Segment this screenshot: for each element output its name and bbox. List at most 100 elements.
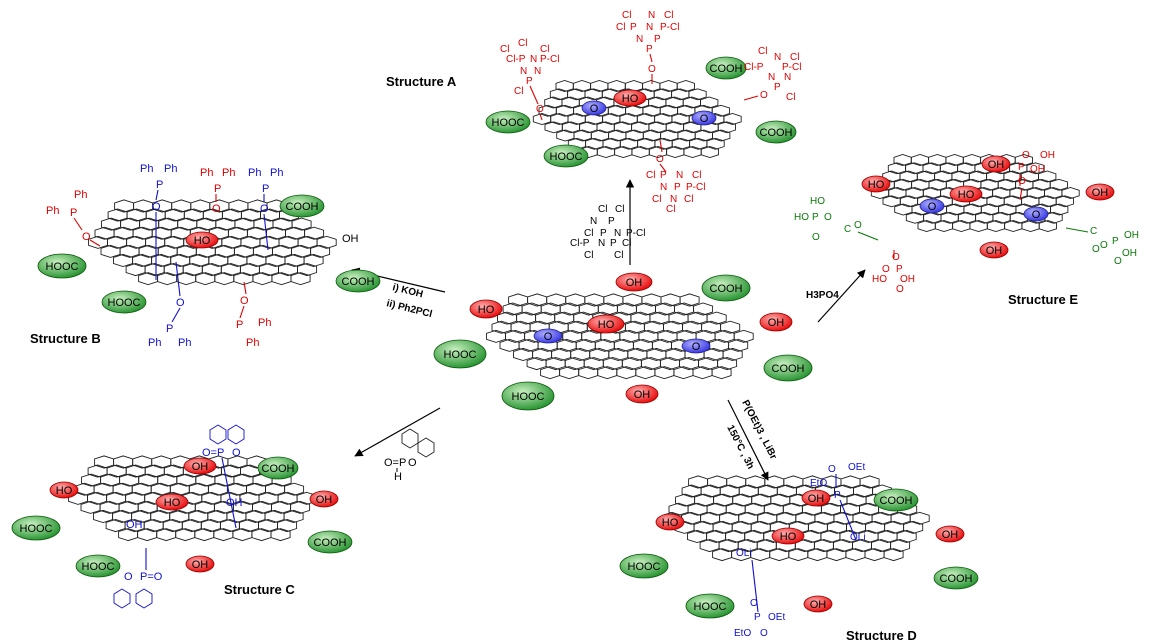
hex-ring xyxy=(150,482,171,496)
svg-text:Cl: Cl xyxy=(652,194,661,205)
hex-ring xyxy=(946,203,965,216)
ho-badge-text: HO xyxy=(478,304,495,316)
hex-ring xyxy=(151,253,172,267)
hex-ring xyxy=(871,511,892,525)
hex-ring xyxy=(750,548,771,562)
hex-ring xyxy=(540,302,561,316)
structure-c-label: Structure C xyxy=(224,582,295,597)
hex-ring xyxy=(905,162,924,175)
sheet-d xyxy=(662,475,930,562)
svg-text:EtO: EtO xyxy=(734,628,751,639)
hex-ring xyxy=(865,520,886,534)
hooc-badge: HOOC xyxy=(619,553,669,579)
hex-ring xyxy=(259,235,280,249)
hex-ring xyxy=(980,203,1000,216)
cooh-badge-text: COOH xyxy=(342,276,375,288)
hex-ring xyxy=(508,293,529,307)
hooc-badge-text: HOOC xyxy=(550,151,583,163)
hex-ring xyxy=(776,511,797,525)
hex-ring xyxy=(928,178,947,191)
ho-badge: HO xyxy=(587,314,625,334)
hex-ring xyxy=(883,548,904,562)
ho-badge-text: HO xyxy=(56,485,73,497)
hex-ring xyxy=(266,226,286,240)
hex-ring xyxy=(962,154,982,166)
svg-text:Cl: Cl xyxy=(790,52,799,63)
svg-text:O: O xyxy=(1022,150,1030,161)
svg-text:O: O xyxy=(892,252,900,263)
hooc-badge-text: HOOC xyxy=(46,261,79,273)
hex-ring xyxy=(578,302,599,316)
hex-ring xyxy=(665,121,685,134)
hex-ring xyxy=(188,482,209,496)
hex-ring xyxy=(653,88,673,101)
svg-text:O: O xyxy=(124,571,133,583)
hex-ring xyxy=(138,244,159,258)
hex-ring xyxy=(246,253,267,267)
hex-ring xyxy=(214,272,235,286)
hex-ring xyxy=(164,235,185,249)
hex-ring xyxy=(88,235,108,249)
svg-text:Cl: Cl xyxy=(666,204,675,215)
hex-ring xyxy=(310,244,331,258)
hex-ring xyxy=(706,137,725,150)
hex-ring xyxy=(556,338,577,352)
hex-ring xyxy=(711,104,730,117)
hex-ring xyxy=(176,473,197,487)
hex-ring xyxy=(118,500,139,514)
hex-ring xyxy=(502,302,523,316)
hex-ring xyxy=(820,529,841,543)
hex-ring xyxy=(583,357,604,371)
hex-ring xyxy=(572,80,592,92)
svg-text:O: O xyxy=(648,64,656,75)
hex-ring xyxy=(555,80,574,92)
hex-ring xyxy=(87,464,108,478)
epoxide-badge: O xyxy=(533,328,563,344)
hex-ring xyxy=(687,502,708,516)
ho-badge-text: HO xyxy=(780,531,797,543)
hex-ring xyxy=(757,511,778,525)
hex-ring xyxy=(992,211,1011,224)
oh-badge-text: OH xyxy=(192,461,209,473)
hex-ring xyxy=(665,347,686,361)
hex-ring xyxy=(630,311,651,325)
svg-text:OH: OH xyxy=(900,274,915,285)
hex-ring xyxy=(562,329,583,343)
arrow-to-e xyxy=(817,269,866,323)
hex-ring xyxy=(303,253,324,267)
svg-text:OH: OH xyxy=(126,519,143,531)
svg-text:HO: HO xyxy=(794,212,809,223)
svg-text:N: N xyxy=(648,10,655,21)
hex-ring xyxy=(909,511,930,525)
hex-ring xyxy=(233,473,254,487)
hex-ring xyxy=(676,80,695,92)
hex-ring xyxy=(700,96,719,109)
hex-ring xyxy=(820,502,841,516)
hex-ring xyxy=(207,509,228,523)
ho-badge: HO xyxy=(655,513,685,531)
hex-ring xyxy=(683,146,702,158)
hex-ring xyxy=(859,475,880,489)
hex-ring xyxy=(545,357,566,371)
hex-ring xyxy=(770,493,791,507)
cooh-badge-text: COOH xyxy=(314,537,347,549)
hex-ring xyxy=(706,311,727,325)
ho-badge: HO xyxy=(949,185,983,203)
hex-ring xyxy=(986,195,1005,208)
hex-ring xyxy=(126,208,147,222)
hex-ring xyxy=(679,357,699,371)
svg-text:N: N xyxy=(676,170,683,181)
svg-text:O: O xyxy=(824,212,832,223)
hex-ring xyxy=(246,226,267,240)
hex-ring xyxy=(750,520,771,534)
hex-ring xyxy=(714,329,735,343)
hex-ring xyxy=(567,320,588,334)
hex-ring xyxy=(535,311,556,325)
hex-ring xyxy=(138,473,159,487)
hex-ring xyxy=(864,548,885,562)
hex-ring xyxy=(613,121,633,134)
svg-text:O: O xyxy=(82,231,91,243)
svg-text:Cl: Cl xyxy=(646,170,655,181)
